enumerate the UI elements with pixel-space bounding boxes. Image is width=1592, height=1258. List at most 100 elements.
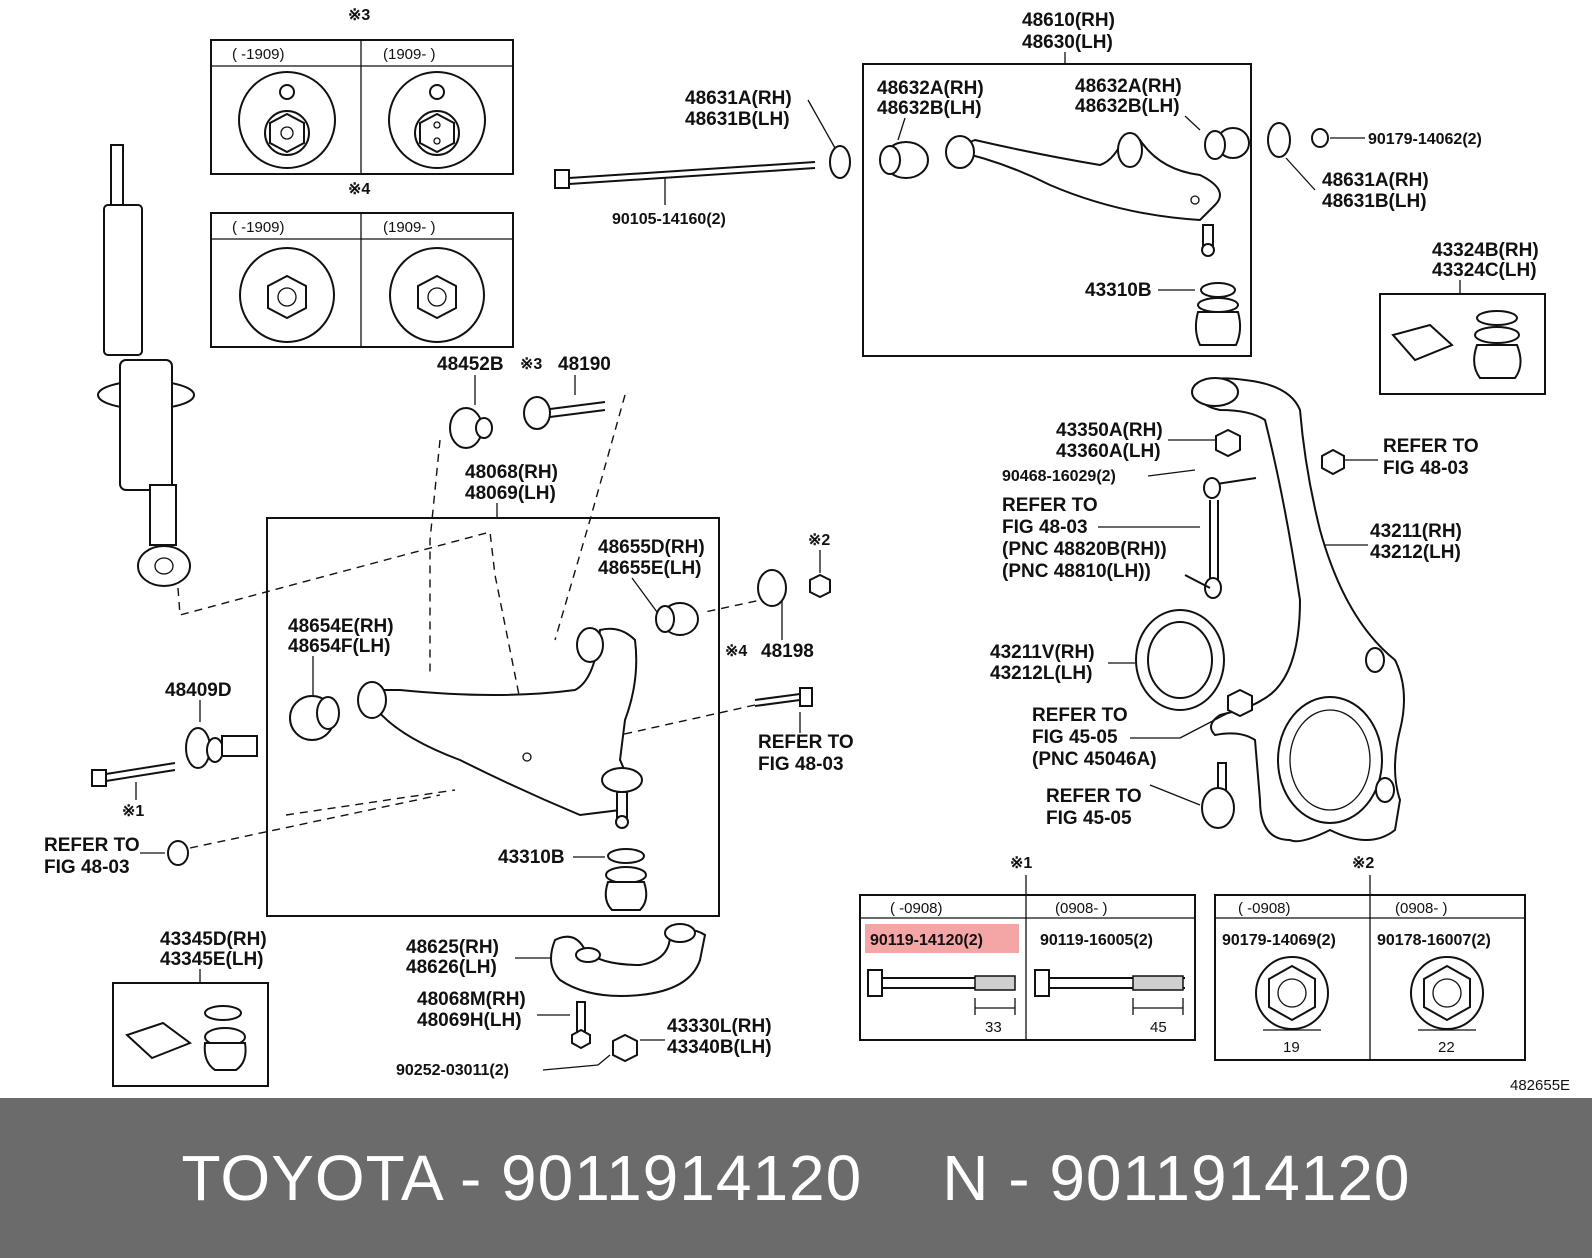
highlight-90119-14120 xyxy=(865,924,1019,953)
label-48632a-1: 48632A(RH) xyxy=(877,78,984,99)
label-43360a: 43360A(LH) xyxy=(1056,441,1161,462)
lower-arm xyxy=(357,627,643,829)
cam-plate-old xyxy=(239,247,335,343)
refer-4803-b1: REFER TO xyxy=(758,732,854,753)
label-48631a-2: 48631A(RH) xyxy=(1322,170,1429,191)
stabilizer-link xyxy=(1184,477,1257,599)
lower-arm-box xyxy=(266,517,720,917)
inset4-left-header: ( -1909) xyxy=(232,219,285,236)
ball-joint-boot-mid xyxy=(604,848,648,911)
cam-plate-48198 xyxy=(757,569,787,607)
note2-small: ※2 xyxy=(808,532,830,549)
nut-90178-16007 xyxy=(1410,956,1484,1030)
table1-right-dim: 45 xyxy=(1150,1019,1167,1036)
refer-4803-a1: REFER TO xyxy=(44,835,140,856)
cam-plate-48452b xyxy=(449,407,493,449)
refer-4505-a3: (PNC 45046A) xyxy=(1032,749,1157,770)
boot-kit-lower-box xyxy=(112,982,269,1087)
label-48630: 48630(LH) xyxy=(1022,32,1113,53)
nut-refer-4803-d xyxy=(1321,448,1345,476)
label-48631a-1: 48631A(RH) xyxy=(685,88,792,109)
inset3-box xyxy=(210,39,514,175)
label-48409d: 48409D xyxy=(165,680,232,701)
table2-right-header: (0908- ) xyxy=(1395,900,1448,917)
bolt-refer-4803 xyxy=(754,687,813,707)
bolt-90119-14120 xyxy=(867,969,1016,997)
label-43340b: 43340B(LH) xyxy=(667,1037,772,1058)
label-90252: 90252-03011(2) xyxy=(396,1062,509,1079)
parts-diagram: ※3 ( -1909) (1909- ) ※4 ( -1909) (1909- … xyxy=(44,7,1571,1094)
label-43350a: 43350A(RH) xyxy=(1056,420,1163,441)
cam-washer-right xyxy=(1267,122,1329,158)
cam-washer-new xyxy=(388,71,486,169)
label-48626: 48626(LH) xyxy=(406,957,497,978)
tie-rod-end xyxy=(1201,762,1235,829)
label-48631b-1: 48631B(LH) xyxy=(685,109,790,130)
label-48632a-2: 48632A(RH) xyxy=(1075,76,1182,97)
cam-washer-old xyxy=(238,71,336,169)
boot-kit-box xyxy=(1379,293,1546,395)
nut-small xyxy=(809,573,831,599)
refer-4803-c3: (PNC 48820B(RH)) xyxy=(1002,539,1167,560)
upper-arm-bolt xyxy=(554,145,851,189)
note4-48198: ※4 xyxy=(725,643,747,660)
label-43324b: 43324B(RH) xyxy=(1432,240,1539,261)
inset4-box xyxy=(210,212,514,348)
table2-right-part: 90178-16007(2) xyxy=(1377,932,1491,949)
label-48631b-2: 48631B(LH) xyxy=(1322,191,1427,212)
label-43345e: 43345E(LH) xyxy=(160,949,264,970)
note2-table: ※2 xyxy=(1352,855,1374,872)
label-48190: 48190 xyxy=(558,354,611,375)
note1-small: ※1 xyxy=(122,803,144,820)
table1-right-header: (0908- ) xyxy=(1055,900,1108,917)
label-90105: 90105-14160(2) xyxy=(612,211,726,228)
label-43211: 43211(RH) xyxy=(1370,521,1462,542)
refer-4803-b2: FIG 48-03 xyxy=(758,754,844,775)
label-48625: 48625(RH) xyxy=(406,937,499,958)
note3-callout: ※3 xyxy=(348,7,370,24)
refer-4505-a1: REFER TO xyxy=(1032,705,1128,726)
upper-arm-box xyxy=(862,63,1252,357)
label-48198: 48198 xyxy=(761,641,814,662)
nut-43330l xyxy=(612,1033,638,1063)
label-43330l: 43330L(RH) xyxy=(667,1016,772,1037)
refer-4803-c2: FIG 48-03 xyxy=(1002,517,1088,538)
nut-refer-4803-a xyxy=(167,840,189,866)
label-48655e: 48655E(LH) xyxy=(598,558,702,579)
dust-seal-43211v xyxy=(1135,609,1225,711)
label-43212: 43212(LH) xyxy=(1370,542,1461,563)
steering-knuckle xyxy=(1191,377,1405,843)
refer-4505-a2: FIG 45-05 xyxy=(1032,727,1118,748)
label-43345d: 43345D(RH) xyxy=(160,929,267,950)
table1-right-part: 90119-16005(2) xyxy=(1040,932,1153,949)
figure-code: 482655E xyxy=(1510,1077,1570,1094)
label-48632b-2: 48632B(LH) xyxy=(1075,96,1180,117)
footer-bar: TOYOTA - 9011914120 N - 9011914120 xyxy=(0,1098,1592,1258)
note1-table: ※1 xyxy=(1010,855,1032,872)
inset4-right-header: (1909- ) xyxy=(383,219,436,236)
inset3-right-header: (1909- ) xyxy=(383,46,436,63)
footer-oem-number: TOYOTA - 9011914120 xyxy=(181,1142,863,1214)
label-90468: 90468-16029(2) xyxy=(1002,468,1116,485)
table1-box xyxy=(859,894,1196,1041)
refer-4803-d1: REFER TO xyxy=(1383,436,1479,457)
bushing-48655 xyxy=(655,602,699,636)
table2-left-part: 90179-14069(2) xyxy=(1222,932,1336,949)
label-43324c: 43324C(LH) xyxy=(1432,260,1537,281)
bolt-90119-16005 xyxy=(1034,969,1185,997)
bolt-note1 xyxy=(91,762,176,787)
nut-45046a xyxy=(1227,688,1253,718)
label-43212l: 43212L(LH) xyxy=(990,663,1092,684)
label-48654e: 48654E(RH) xyxy=(288,616,394,637)
boot-kit-top xyxy=(1391,310,1522,379)
label-48069: 48069(LH) xyxy=(465,483,556,504)
inset3-left-header: ( -1909) xyxy=(232,46,285,63)
diagram-canvas: ※3 ( -1909) (1909- ) ※4 ( -1909) (1909- … xyxy=(44,7,1570,1094)
table1-left-header: ( -0908) xyxy=(890,900,943,917)
label-48632b-1: 48632B(LH) xyxy=(877,98,982,119)
label-90179-14062: 90179-14062(2) xyxy=(1368,131,1482,148)
label-48610: 48610(RH) xyxy=(1022,10,1115,31)
table2-right-dim: 22 xyxy=(1438,1039,1455,1056)
ball-joint-boot-top xyxy=(1194,282,1242,346)
table2-left-header: ( -0908) xyxy=(1238,900,1291,917)
